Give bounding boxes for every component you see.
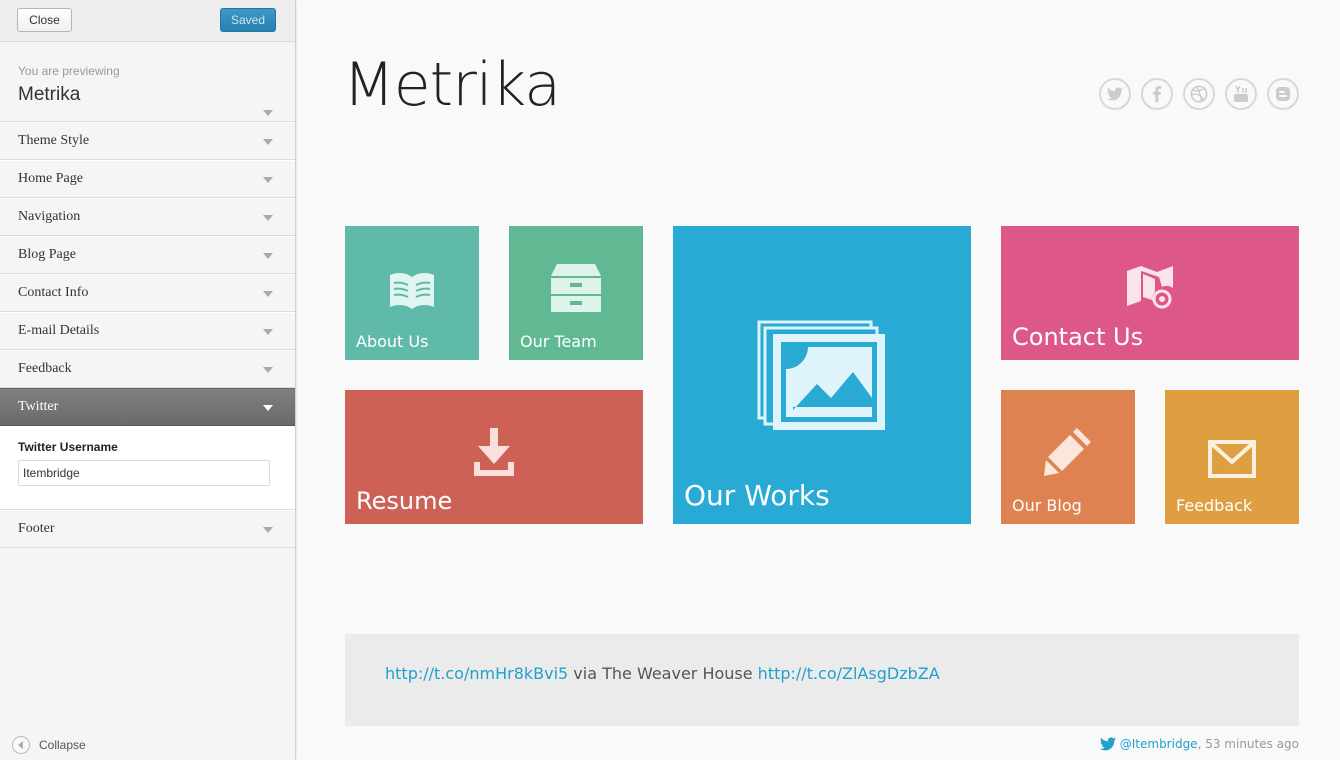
tile-resume[interactable]: Resume <box>345 390 643 524</box>
dribbble-icon[interactable] <box>1183 78 1215 110</box>
youtube-icon[interactable] <box>1225 78 1257 110</box>
tile-label: Our Blog <box>1012 496 1082 515</box>
tweet-meta: @Itembridge, 53 minutes ago <box>1099 737 1299 751</box>
chevron-down-icon <box>263 139 273 145</box>
chevron-down-icon <box>263 291 273 297</box>
section-label: Contact Info <box>18 285 89 300</box>
collapse-arrow-icon <box>12 736 30 754</box>
pencil-icon <box>1044 428 1091 476</box>
customizer-sidebar: Close Saved You are previewing Metrika T… <box>0 0 296 760</box>
tile-label: Resume <box>356 487 453 515</box>
chevron-down-icon <box>263 329 273 335</box>
tweet-link-2[interactable]: http://t.co/ZlAsgDzbZA <box>757 664 940 683</box>
download-icon <box>474 428 514 476</box>
section-footer[interactable]: Footer <box>0 510 295 548</box>
section-label: Theme Style <box>18 133 90 148</box>
section-label: Feedback <box>18 361 72 376</box>
section-theme-style[interactable]: Theme Style <box>0 122 295 160</box>
facebook-icon[interactable] <box>1141 78 1173 110</box>
tile-our-team[interactable]: Our Team <box>509 226 643 360</box>
tweet-time: , 53 minutes ago <box>1197 737 1299 751</box>
site-logo[interactable]: Metrika <box>343 50 561 120</box>
map-pin-icon <box>1127 266 1173 309</box>
tile-feedback[interactable]: Feedback <box>1165 390 1299 524</box>
section-label: Blog Page <box>18 247 76 262</box>
preview-caption: You are previewing <box>18 64 120 78</box>
section-feedback[interactable]: Feedback <box>0 350 295 388</box>
tweet-text: via The Weaver House <box>568 664 758 683</box>
tweet-handle[interactable]: @Itembridge <box>1119 737 1198 751</box>
twitter-username-label: Twitter Username <box>18 440 118 454</box>
tile-label: Our Works <box>684 479 830 512</box>
site-preview: Metrika About Us <box>297 0 1340 760</box>
collapse-button[interactable]: Collapse <box>12 736 86 754</box>
tile-our-blog[interactable]: Our Blog <box>1001 390 1135 524</box>
social-icons <box>1099 78 1299 110</box>
latest-tweet: http://t.co/nmHr8kBvi5 via The Weaver Ho… <box>345 634 1299 726</box>
twitter-bird-icon <box>1099 737 1116 751</box>
tile-about-us[interactable]: About Us <box>345 226 479 360</box>
cabinet-icon <box>551 264 601 312</box>
section-label: Twitter <box>18 399 59 414</box>
chevron-down-icon <box>263 177 273 183</box>
tile-label: Contact Us <box>1012 323 1144 351</box>
chevron-down-icon <box>263 527 273 533</box>
section-email-details[interactable]: E-mail Details <box>0 312 295 350</box>
gallery-icon <box>757 320 885 430</box>
twitter-icon[interactable] <box>1099 78 1131 110</box>
saved-button[interactable]: Saved <box>220 8 276 32</box>
twitter-settings-panel: Twitter Username <box>0 426 295 510</box>
section-label: Navigation <box>18 209 81 224</box>
section-navigation[interactable]: Navigation <box>0 198 295 236</box>
chevron-down-icon <box>263 405 273 411</box>
chevron-down-icon <box>263 367 273 373</box>
section-label: E-mail Details <box>18 323 100 338</box>
close-button[interactable]: Close <box>17 8 72 32</box>
twitter-username-input[interactable] <box>18 460 270 486</box>
section-label: Home Page <box>18 171 83 186</box>
preview-info[interactable]: You are previewing Metrika <box>0 42 295 122</box>
book-icon <box>390 272 434 309</box>
chevron-down-icon <box>263 215 273 221</box>
preview-theme-name: Metrika <box>18 84 81 105</box>
section-home-page[interactable]: Home Page <box>0 160 295 198</box>
tile-our-works[interactable]: Our Works <box>673 226 971 524</box>
section-blog-page[interactable]: Blog Page <box>0 236 295 274</box>
tile-contact-us[interactable]: Contact Us <box>1001 226 1299 360</box>
tile-label: Feedback <box>1176 496 1253 515</box>
envelope-icon <box>1208 440 1256 478</box>
tile-label: Our Team <box>520 332 597 351</box>
section-label: Footer <box>18 521 55 536</box>
collapse-label: Collapse <box>39 738 86 752</box>
blogger-icon[interactable] <box>1267 78 1299 110</box>
chevron-down-icon <box>263 253 273 259</box>
chevron-down-icon <box>263 110 273 116</box>
section-contact-info[interactable]: Contact Info <box>0 274 295 312</box>
tweet-link-1[interactable]: http://t.co/nmHr8kBvi5 <box>385 664 569 683</box>
tile-label: About Us <box>356 332 429 351</box>
section-twitter[interactable]: Twitter <box>0 388 295 426</box>
sidebar-topbar: Close Saved <box>0 0 295 42</box>
